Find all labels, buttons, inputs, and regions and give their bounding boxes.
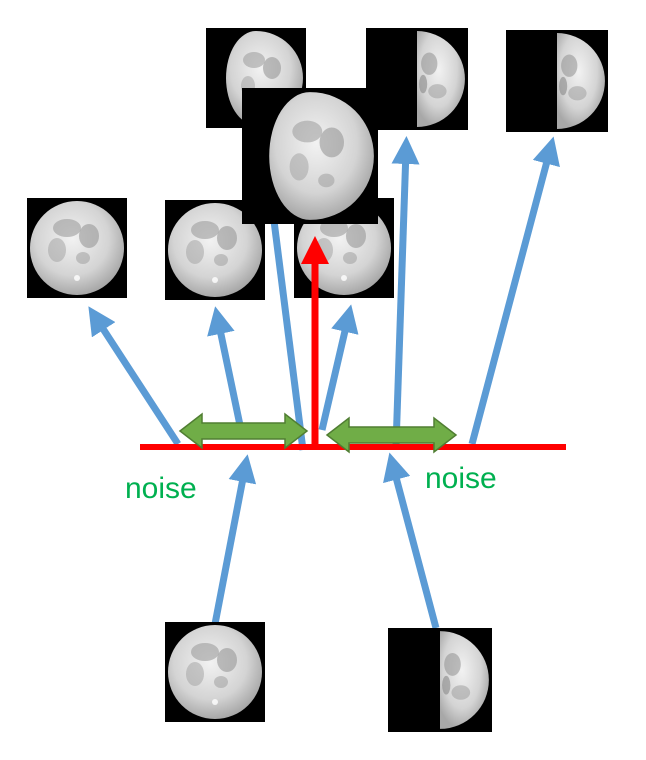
noise-label-right: noise	[425, 462, 497, 495]
moon-tile-input-1	[165, 622, 265, 722]
blue-arrow-to-mid-1	[88, 306, 181, 446]
noise-double-arrow-right	[325, 416, 458, 454]
blue-arrow-input-1	[211, 454, 257, 625]
moon-tile-top-3	[506, 30, 608, 132]
blue-line-to-center	[268, 204, 307, 451]
blue-arrow-input-2	[383, 452, 440, 629]
moon-tile-center-output	[242, 88, 378, 224]
noise-label-left: noise	[125, 472, 197, 505]
blue-arrow-to-top-3	[468, 136, 560, 445]
blue-arrow-to-top-2	[391, 136, 420, 447]
blue-arrow-to-mid-3	[318, 304, 359, 431]
moon-tile-input-2	[388, 628, 492, 732]
moon-tile-mid-1	[27, 198, 127, 298]
noise-double-arrow-left	[178, 412, 309, 450]
blue-arrow-to-mid-2	[207, 306, 245, 431]
moon-tile-top-2	[366, 28, 468, 130]
